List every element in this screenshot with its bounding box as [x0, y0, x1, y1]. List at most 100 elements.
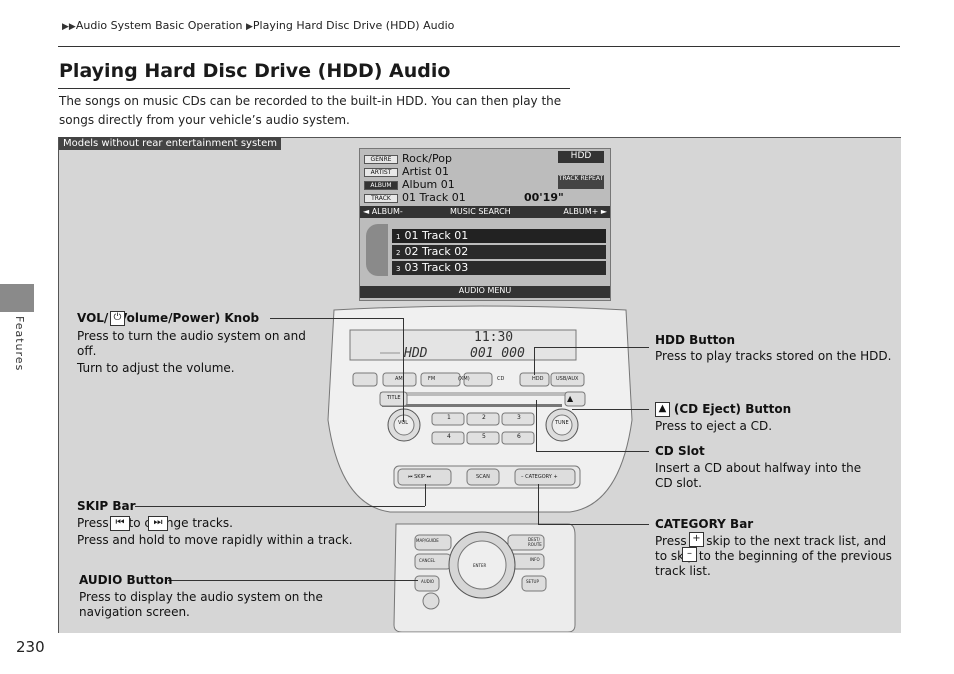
- scan-button[interactable]: SCAN: [476, 474, 490, 480]
- hdd-desc: Press to play tracks stored on the HDD.: [655, 349, 892, 363]
- cdslot-title: CD Slot: [655, 444, 705, 458]
- usb-aux-button[interactable]: USB/AUX: [556, 376, 579, 382]
- top-divider: [58, 46, 900, 47]
- xm-button[interactable]: (XM): [458, 376, 470, 382]
- cancel-button[interactable]: CANCEL: [419, 558, 436, 563]
- skip-desc2: Press and hold to move rapidly within a …: [77, 533, 353, 547]
- unit-display-track: 001 000: [470, 346, 525, 361]
- audio-desc: Press to display the audio system on the…: [79, 590, 323, 619]
- category-leader: [538, 484, 539, 524]
- cdslot-leader: [536, 400, 537, 451]
- track-value: 01 Track 01: [402, 191, 466, 204]
- audio-button[interactable]: AUDIO: [421, 579, 435, 584]
- section-label: Features: [13, 316, 26, 372]
- category-title: CATEGORY Bar: [655, 517, 754, 531]
- am-button[interactable]: AM: [395, 376, 403, 382]
- breadcrumb-part2[interactable]: Playing Hard Disc Drive (HDD) Audio: [252, 19, 455, 32]
- music-search-bar[interactable]: ◄ ALBUM- MUSIC SEARCH ALBUM+ ►: [360, 206, 610, 218]
- title-divider: [58, 88, 570, 89]
- hdd-title: HDD Button: [655, 333, 736, 347]
- category-leader: [538, 524, 649, 525]
- category-desc: Press to skip to the next track list, an…: [655, 534, 892, 578]
- plus-icon: +: [689, 532, 704, 547]
- category-callout: CATEGORY Bar Press to skip to the next t…: [655, 517, 895, 579]
- breadcrumb-arrow-icon: ▶: [245, 22, 253, 32]
- preset-6[interactable]: 6: [517, 433, 521, 440]
- album-tag: ALBUM: [364, 180, 398, 190]
- audio-unit-illustration: [327, 305, 633, 632]
- navigation-screen: GENRE Rock/Pop ARTIST Artist 01 ALBUM Album…: [359, 148, 611, 301]
- fm-button[interactable]: FM: [428, 376, 436, 382]
- vol-desc2: Turn to adjust the volume.: [77, 361, 235, 375]
- hdd-callout: HDD Button Press to play tracks stored o…: [655, 333, 895, 364]
- preset-4[interactable]: 4: [447, 433, 451, 440]
- skip-forward-icon: ⏭: [148, 516, 168, 531]
- audio-leader: [168, 580, 418, 581]
- cd-button[interactable]: CD: [497, 376, 505, 382]
- artist-tag: ARTIST: [364, 167, 398, 177]
- page-number: 230: [16, 638, 45, 656]
- eject-icon: ▲: [655, 402, 670, 417]
- title-button[interactable]: TITLE: [387, 395, 401, 401]
- vol-leader: [403, 318, 404, 422]
- track-time: 00'19": [524, 191, 564, 204]
- preset-3[interactable]: 3: [517, 414, 521, 421]
- album-prev[interactable]: ◄ ALBUM-: [363, 207, 403, 216]
- audio-callout: AUDIO Button Press to display the audio …: [79, 573, 329, 620]
- genre-value: Rock/Pop: [402, 152, 452, 165]
- track-tag: TRACK: [364, 193, 398, 203]
- album-value: Album 01: [402, 178, 455, 191]
- skip-back-icon: ⏮: [110, 516, 130, 531]
- preset-2[interactable]: 2: [482, 414, 486, 421]
- enter-button[interactable]: ENTER: [473, 563, 487, 568]
- cdslot-desc: Insert a CD about halfway into the CD sl…: [655, 461, 862, 490]
- section-tab: [0, 284, 34, 312]
- audio-menu-bar[interactable]: AUDIO MENU: [360, 286, 610, 298]
- unit-display-time: 11:30: [474, 330, 514, 345]
- skip-bar[interactable]: ⏮ SKIP ⏭: [408, 474, 432, 480]
- skip-leader: [135, 506, 425, 507]
- unit-display-mode: HDD: [404, 346, 428, 361]
- dest-route-button[interactable]: DEST/ ROUTE: [528, 537, 542, 547]
- cd-eject-button[interactable]: ▲: [567, 394, 574, 403]
- cdslot-leader: [536, 451, 649, 452]
- eject-callout: ▲ (CD Eject) Button Press to eject a CD.: [655, 402, 895, 434]
- page-title: Playing Hard Disc Drive (HDD) Audio: [59, 60, 451, 82]
- eject-desc: Press to eject a CD.: [655, 419, 773, 433]
- music-search-label: MUSIC SEARCH: [450, 207, 511, 216]
- preset-1[interactable]: 1: [447, 414, 451, 421]
- skip-title: SKIP Bar: [77, 499, 136, 513]
- model-note: Models without rear entertainment system: [59, 137, 281, 150]
- intro-text: The songs on music CDs can be recorded t…: [59, 94, 562, 127]
- map-guide-button[interactable]: MAP/GUIDE: [416, 538, 439, 543]
- album-next[interactable]: ALBUM+ ►: [563, 207, 607, 216]
- hdd-button[interactable]: HDD: [532, 376, 544, 382]
- tune-knob[interactable]: TUNE: [555, 420, 569, 426]
- volume-power-knob[interactable]: VOL: [398, 420, 409, 426]
- preset-5[interactable]: 5: [482, 433, 486, 440]
- hdd-leader: [534, 347, 649, 348]
- minus-icon: –: [682, 547, 697, 562]
- disc-icon: [366, 224, 388, 276]
- eject-leader: [572, 409, 649, 410]
- category-bar[interactable]: – CATEGORY +: [521, 474, 558, 480]
- repeat-indicator: TRACK REPEAT: [558, 175, 604, 189]
- breadcrumb-part1[interactable]: Audio System Basic Operation: [75, 19, 243, 32]
- vol-leader: [270, 318, 404, 319]
- genre-tag: GENRE: [364, 154, 398, 164]
- breadcrumb: ▶▶Audio System Basic Operation ▶Playing …: [62, 19, 454, 32]
- audio-menu-label: AUDIO MENU: [458, 286, 512, 295]
- artist-value: Artist 01: [402, 165, 449, 178]
- setup-button[interactable]: SETUP: [526, 579, 539, 584]
- eject-title: (CD Eject) Button: [673, 402, 792, 416]
- vol-title: VOL/ (Volume/Power) Knob: [77, 311, 260, 325]
- power-icon: ⏻: [110, 311, 125, 326]
- breadcrumb-arrow-icon: ▶▶: [62, 22, 76, 32]
- audio-title: AUDIO Button: [79, 573, 173, 587]
- skip-leader: [425, 484, 426, 506]
- info-button[interactable]: INFO: [530, 557, 540, 562]
- source-indicator: HDD: [558, 151, 604, 163]
